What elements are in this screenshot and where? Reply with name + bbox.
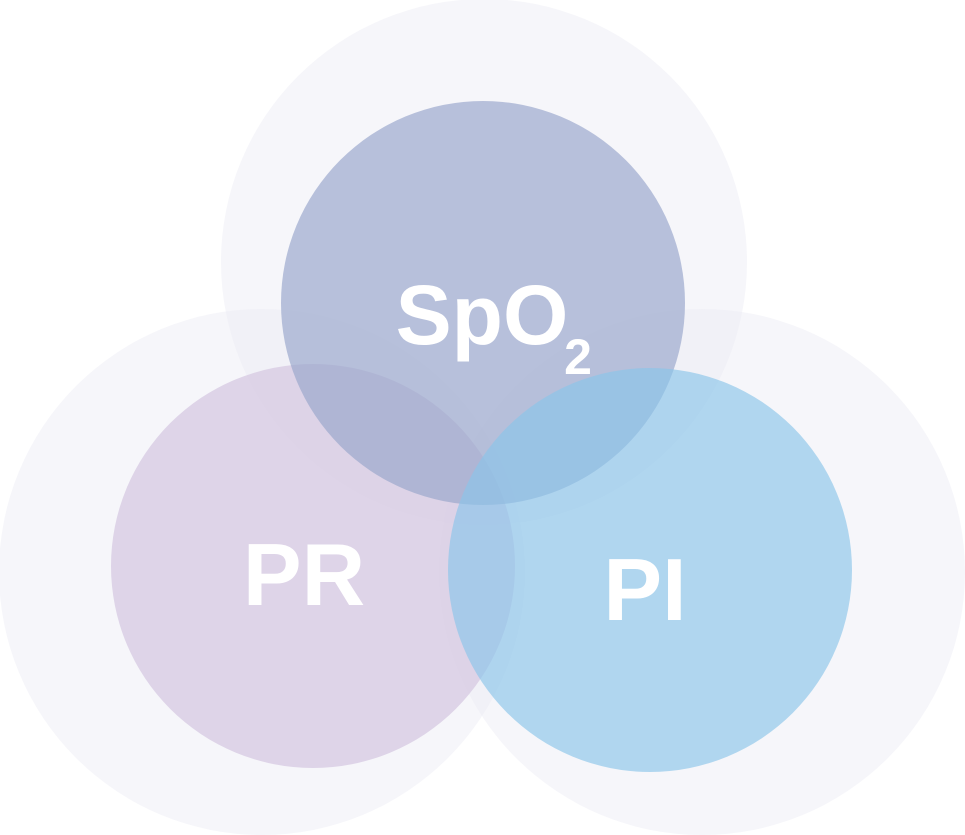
label-spo2-main: SpO (396, 268, 569, 362)
label-spo2: SpO (396, 268, 569, 362)
circle-pi (448, 368, 852, 772)
label-pi: PI (603, 540, 686, 639)
label-spo2-subscript: 2 (564, 329, 592, 385)
label-pr: PR (243, 525, 365, 624)
